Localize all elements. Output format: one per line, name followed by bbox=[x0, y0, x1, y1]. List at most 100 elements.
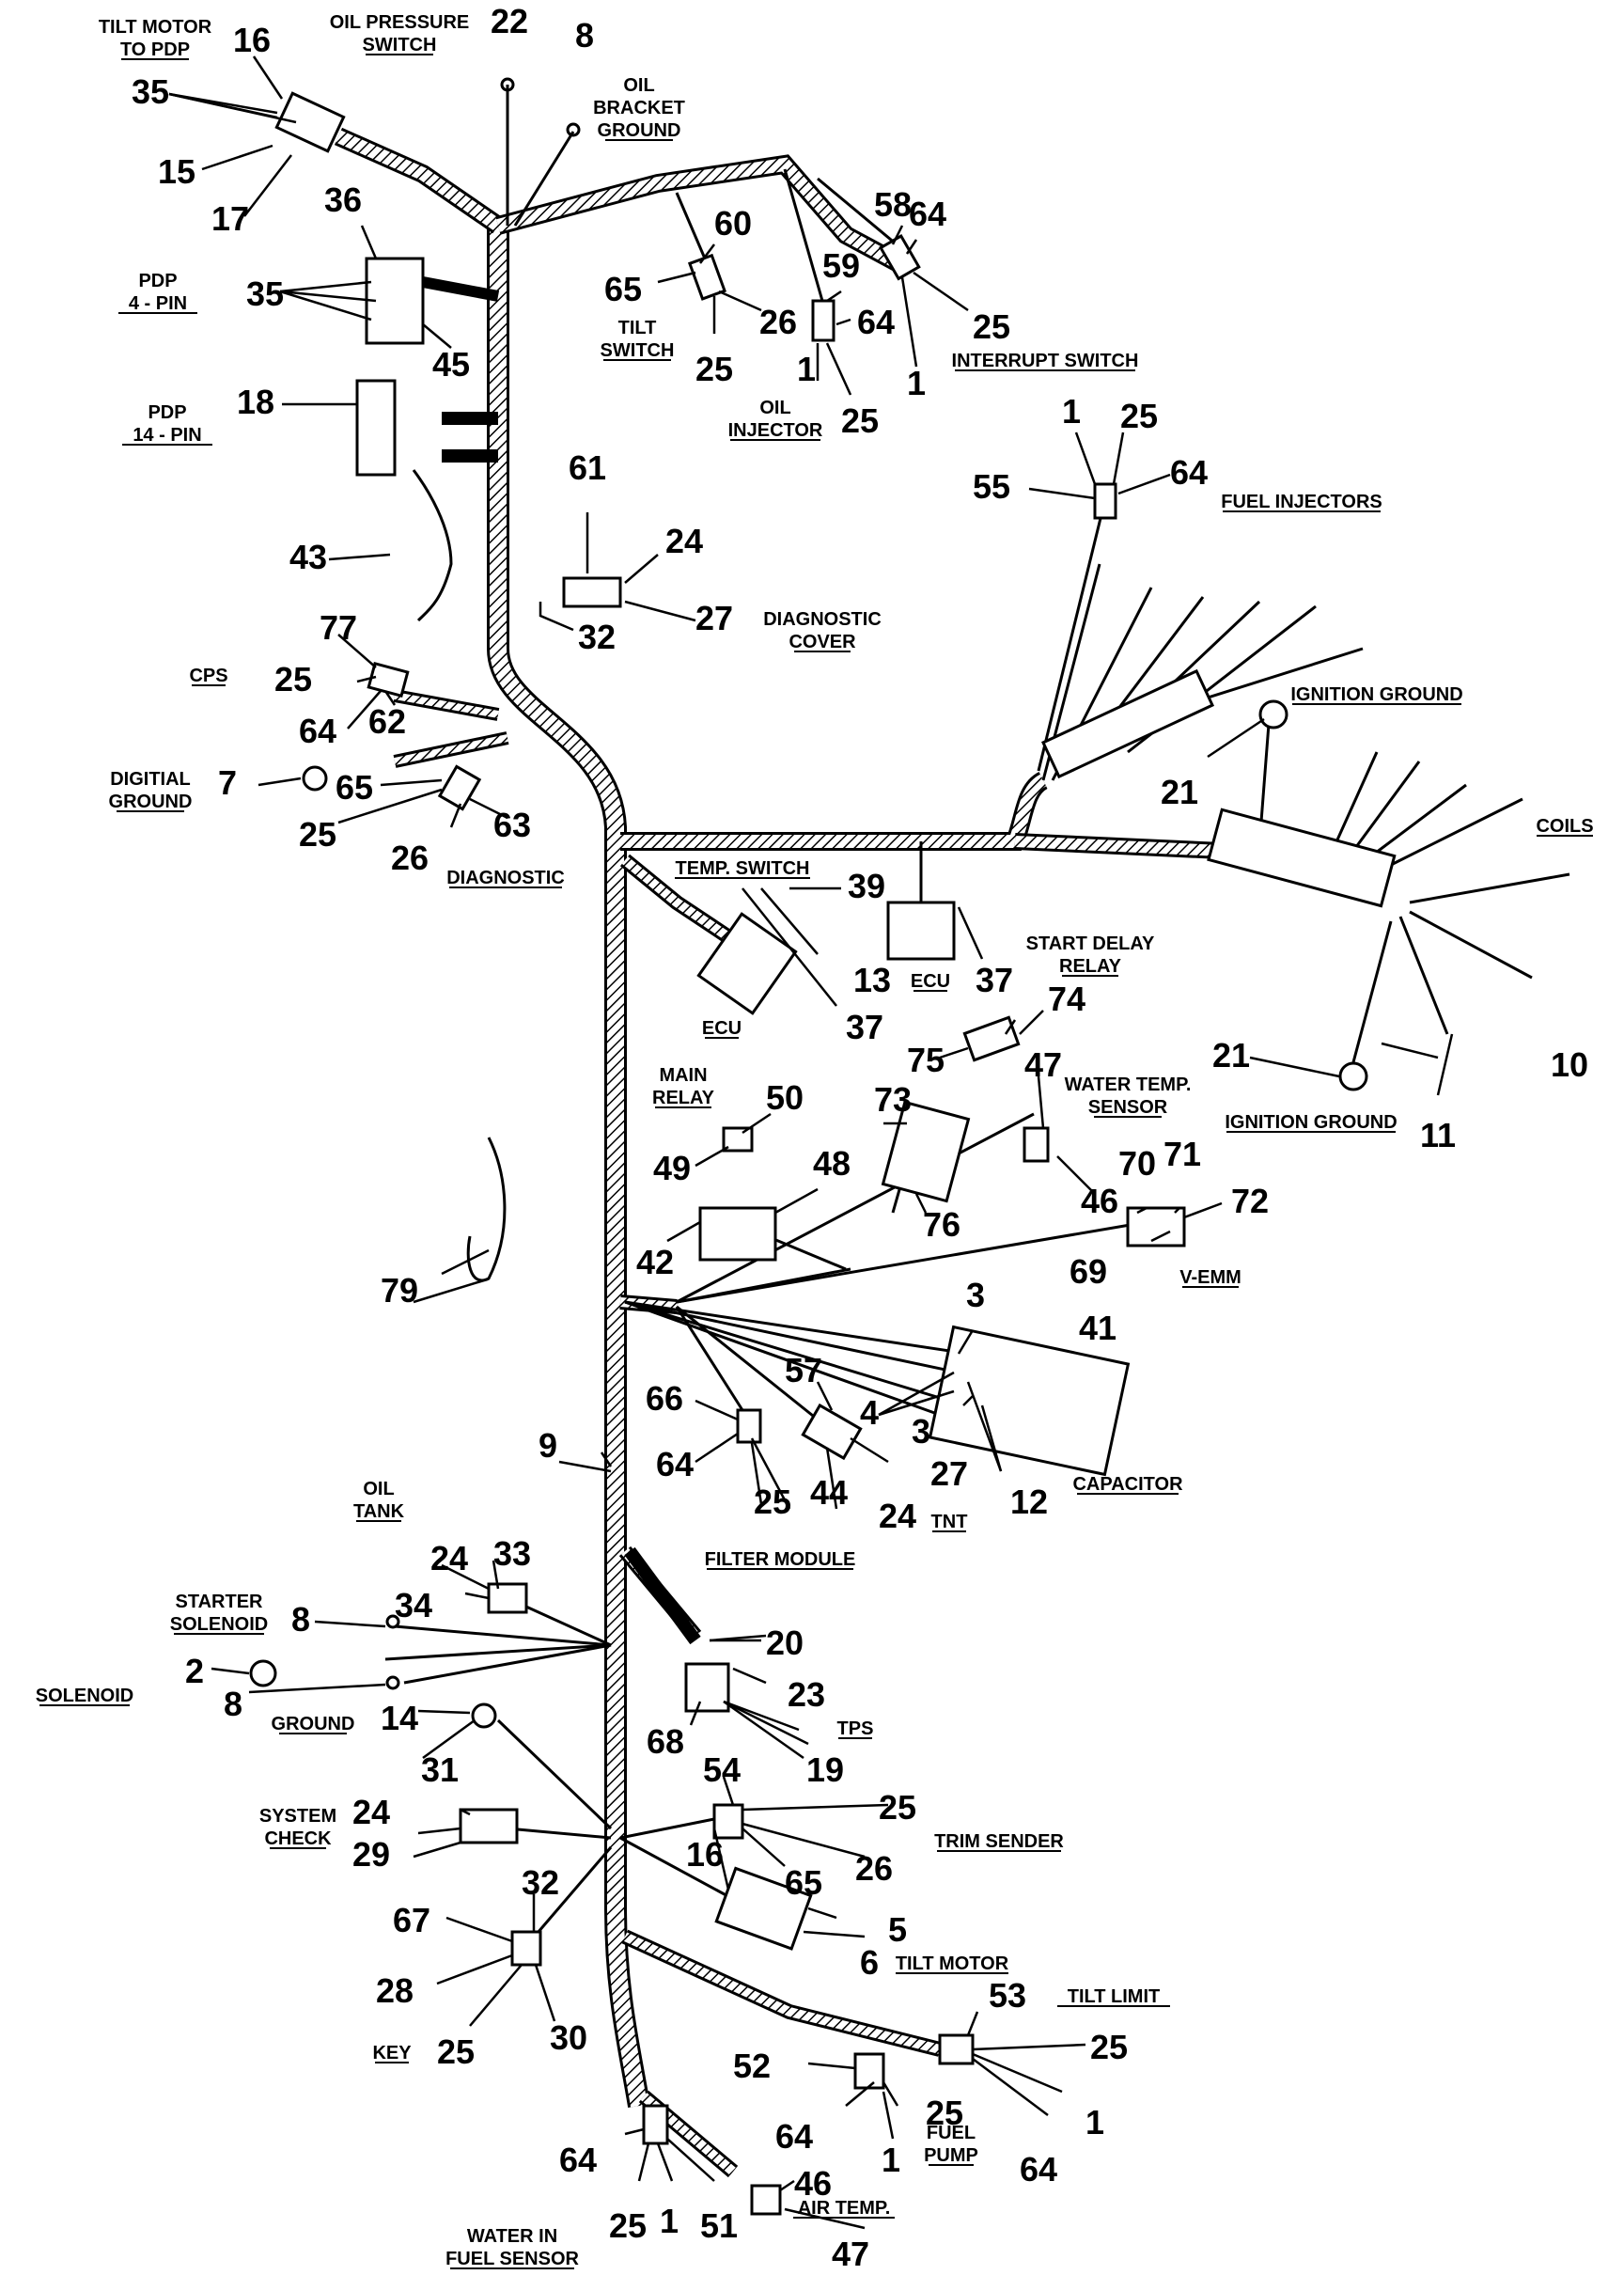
label-line: START DELAY bbox=[1026, 934, 1155, 954]
tilt-motor-part bbox=[714, 1866, 813, 1951]
callout-n51: 51 bbox=[700, 2206, 738, 2245]
callout-n72: 72 bbox=[1231, 1182, 1269, 1220]
label-line: FUEL bbox=[927, 2123, 976, 2143]
label-line: OIL bbox=[363, 1479, 394, 1499]
callout-n31: 31 bbox=[421, 1750, 459, 1789]
callout-n17: 17 bbox=[211, 199, 249, 238]
callout-n59: 59 bbox=[822, 246, 860, 285]
callout-n52: 52 bbox=[733, 2047, 771, 2085]
callout-n3b: 3 bbox=[912, 1412, 930, 1451]
label-line: PDP bbox=[148, 402, 186, 423]
label-line: DIGITIAL bbox=[110, 769, 191, 790]
label-tilt-motor: TILT MOTOR bbox=[896, 1953, 1009, 1974]
callout-n74: 74 bbox=[1048, 980, 1085, 1018]
callout-n60: 60 bbox=[714, 204, 752, 243]
callout-n24a: 24 bbox=[665, 522, 703, 560]
label-line: TO PDP bbox=[120, 39, 190, 60]
callout-n64c: 64 bbox=[909, 195, 946, 233]
callout-n45: 45 bbox=[432, 345, 470, 384]
label-line: WATER TEMP. bbox=[1065, 1075, 1192, 1095]
coil-pack bbox=[1207, 808, 1397, 908]
callout-n58: 58 bbox=[874, 185, 912, 224]
callout-n4: 4 bbox=[860, 1393, 879, 1432]
callout-n28: 28 bbox=[376, 1971, 414, 2010]
digital-ground-ring bbox=[302, 765, 328, 792]
label-line: TANK bbox=[353, 1501, 405, 1522]
callout-n68: 68 bbox=[647, 1722, 684, 1761]
callout-n29: 29 bbox=[352, 1835, 390, 1874]
label-line: 4 - PIN bbox=[129, 293, 187, 314]
callout-n65b: 65 bbox=[604, 270, 642, 308]
callout-n25b: 25 bbox=[299, 815, 336, 854]
callout-n32b: 32 bbox=[522, 1863, 559, 1902]
water-in-fuel-connector bbox=[642, 2104, 669, 2145]
label-temp-switch: TEMP. SWITCH bbox=[675, 858, 810, 879]
components bbox=[249, 91, 1397, 2216]
label-line: TRIM SENDER bbox=[934, 1831, 1064, 1852]
callout-n1b: 1 bbox=[907, 364, 926, 402]
callout-n53: 53 bbox=[989, 1976, 1026, 2015]
callout-n62: 62 bbox=[368, 702, 406, 741]
callout-n64e: 64 bbox=[656, 1445, 694, 1483]
ground-ring bbox=[471, 1702, 497, 1729]
callout-n22: 22 bbox=[491, 2, 528, 40]
callout-n15: 15 bbox=[158, 152, 195, 191]
label-line: TILT bbox=[618, 318, 657, 338]
label-capacitor: CAPACITOR bbox=[1072, 1474, 1183, 1495]
callout-n75: 75 bbox=[907, 1041, 945, 1079]
label-line: ECU bbox=[911, 971, 950, 992]
callout-n71: 71 bbox=[1163, 1135, 1201, 1173]
label-line: OIL PRESSURE bbox=[330, 12, 470, 33]
label-line: GROUND bbox=[598, 120, 681, 141]
callout-n23: 23 bbox=[788, 1675, 825, 1714]
label-line: FILTER MODULE bbox=[705, 1549, 856, 1570]
callout-n19: 19 bbox=[806, 1750, 844, 1789]
label-line: RELAY bbox=[652, 1088, 715, 1108]
label-line: SWITCH bbox=[601, 340, 675, 361]
callout-n64f: 64 bbox=[775, 2117, 813, 2156]
callout-n32a: 32 bbox=[578, 618, 616, 656]
tilt-motor-pdp-connector bbox=[274, 91, 346, 153]
callout-n21a: 21 bbox=[1161, 773, 1198, 811]
label-air-temp: AIR TEMP. bbox=[793, 2198, 895, 2219]
label-line: GROUND bbox=[272, 1714, 355, 1734]
label-fuel-injectors: FUEL INJECTORS bbox=[1221, 492, 1382, 512]
callout-n25f: 25 bbox=[1120, 397, 1158, 435]
callout-n35b: 35 bbox=[246, 275, 284, 313]
label-line: FUEL INJECTORS bbox=[1221, 492, 1382, 512]
callout-n50: 50 bbox=[766, 1078, 804, 1117]
label-trim-sender: TRIM SENDER bbox=[934, 1831, 1064, 1852]
start-delay-relay-part bbox=[962, 1015, 1021, 1062]
label-ecu-small: ECU bbox=[911, 971, 950, 992]
label-line: TNT bbox=[931, 1512, 968, 1532]
label-line: TILT LIMIT bbox=[1068, 1986, 1161, 2007]
callout-n27b: 27 bbox=[930, 1454, 968, 1493]
label-interrupt-switch: INTERRUPT SWITCH bbox=[952, 351, 1138, 371]
callout-n24c: 24 bbox=[430, 1539, 468, 1577]
label-line: AIR TEMP. bbox=[798, 2198, 891, 2219]
fuel-pump-connector bbox=[853, 2052, 885, 2090]
label-line: PDP bbox=[138, 271, 177, 291]
callout-n25k: 25 bbox=[926, 2094, 963, 2132]
callout-n25i: 25 bbox=[437, 2032, 475, 2071]
callout-n39: 39 bbox=[848, 867, 885, 905]
callout-n49: 49 bbox=[653, 1149, 691, 1187]
label-tilt-limit: TILT LIMIT bbox=[1057, 1986, 1170, 2007]
callout-n8c: 8 bbox=[224, 1685, 242, 1723]
tilt-limit-connector bbox=[938, 2033, 975, 2065]
diagnostic-connector bbox=[437, 764, 482, 811]
label-line: ECU bbox=[702, 1018, 742, 1039]
label-line: DIAGNOSTIC bbox=[446, 868, 565, 888]
ignition-ground-ring-top bbox=[1258, 699, 1288, 730]
fuel-injector-connector bbox=[1093, 482, 1117, 520]
tnt-connector bbox=[736, 1408, 762, 1444]
label-line: CAPACITOR bbox=[1072, 1474, 1183, 1495]
label-tnt: TNT bbox=[931, 1512, 968, 1532]
label-line: PUMP bbox=[924, 2145, 978, 2166]
callout-n64h: 64 bbox=[559, 2141, 597, 2179]
